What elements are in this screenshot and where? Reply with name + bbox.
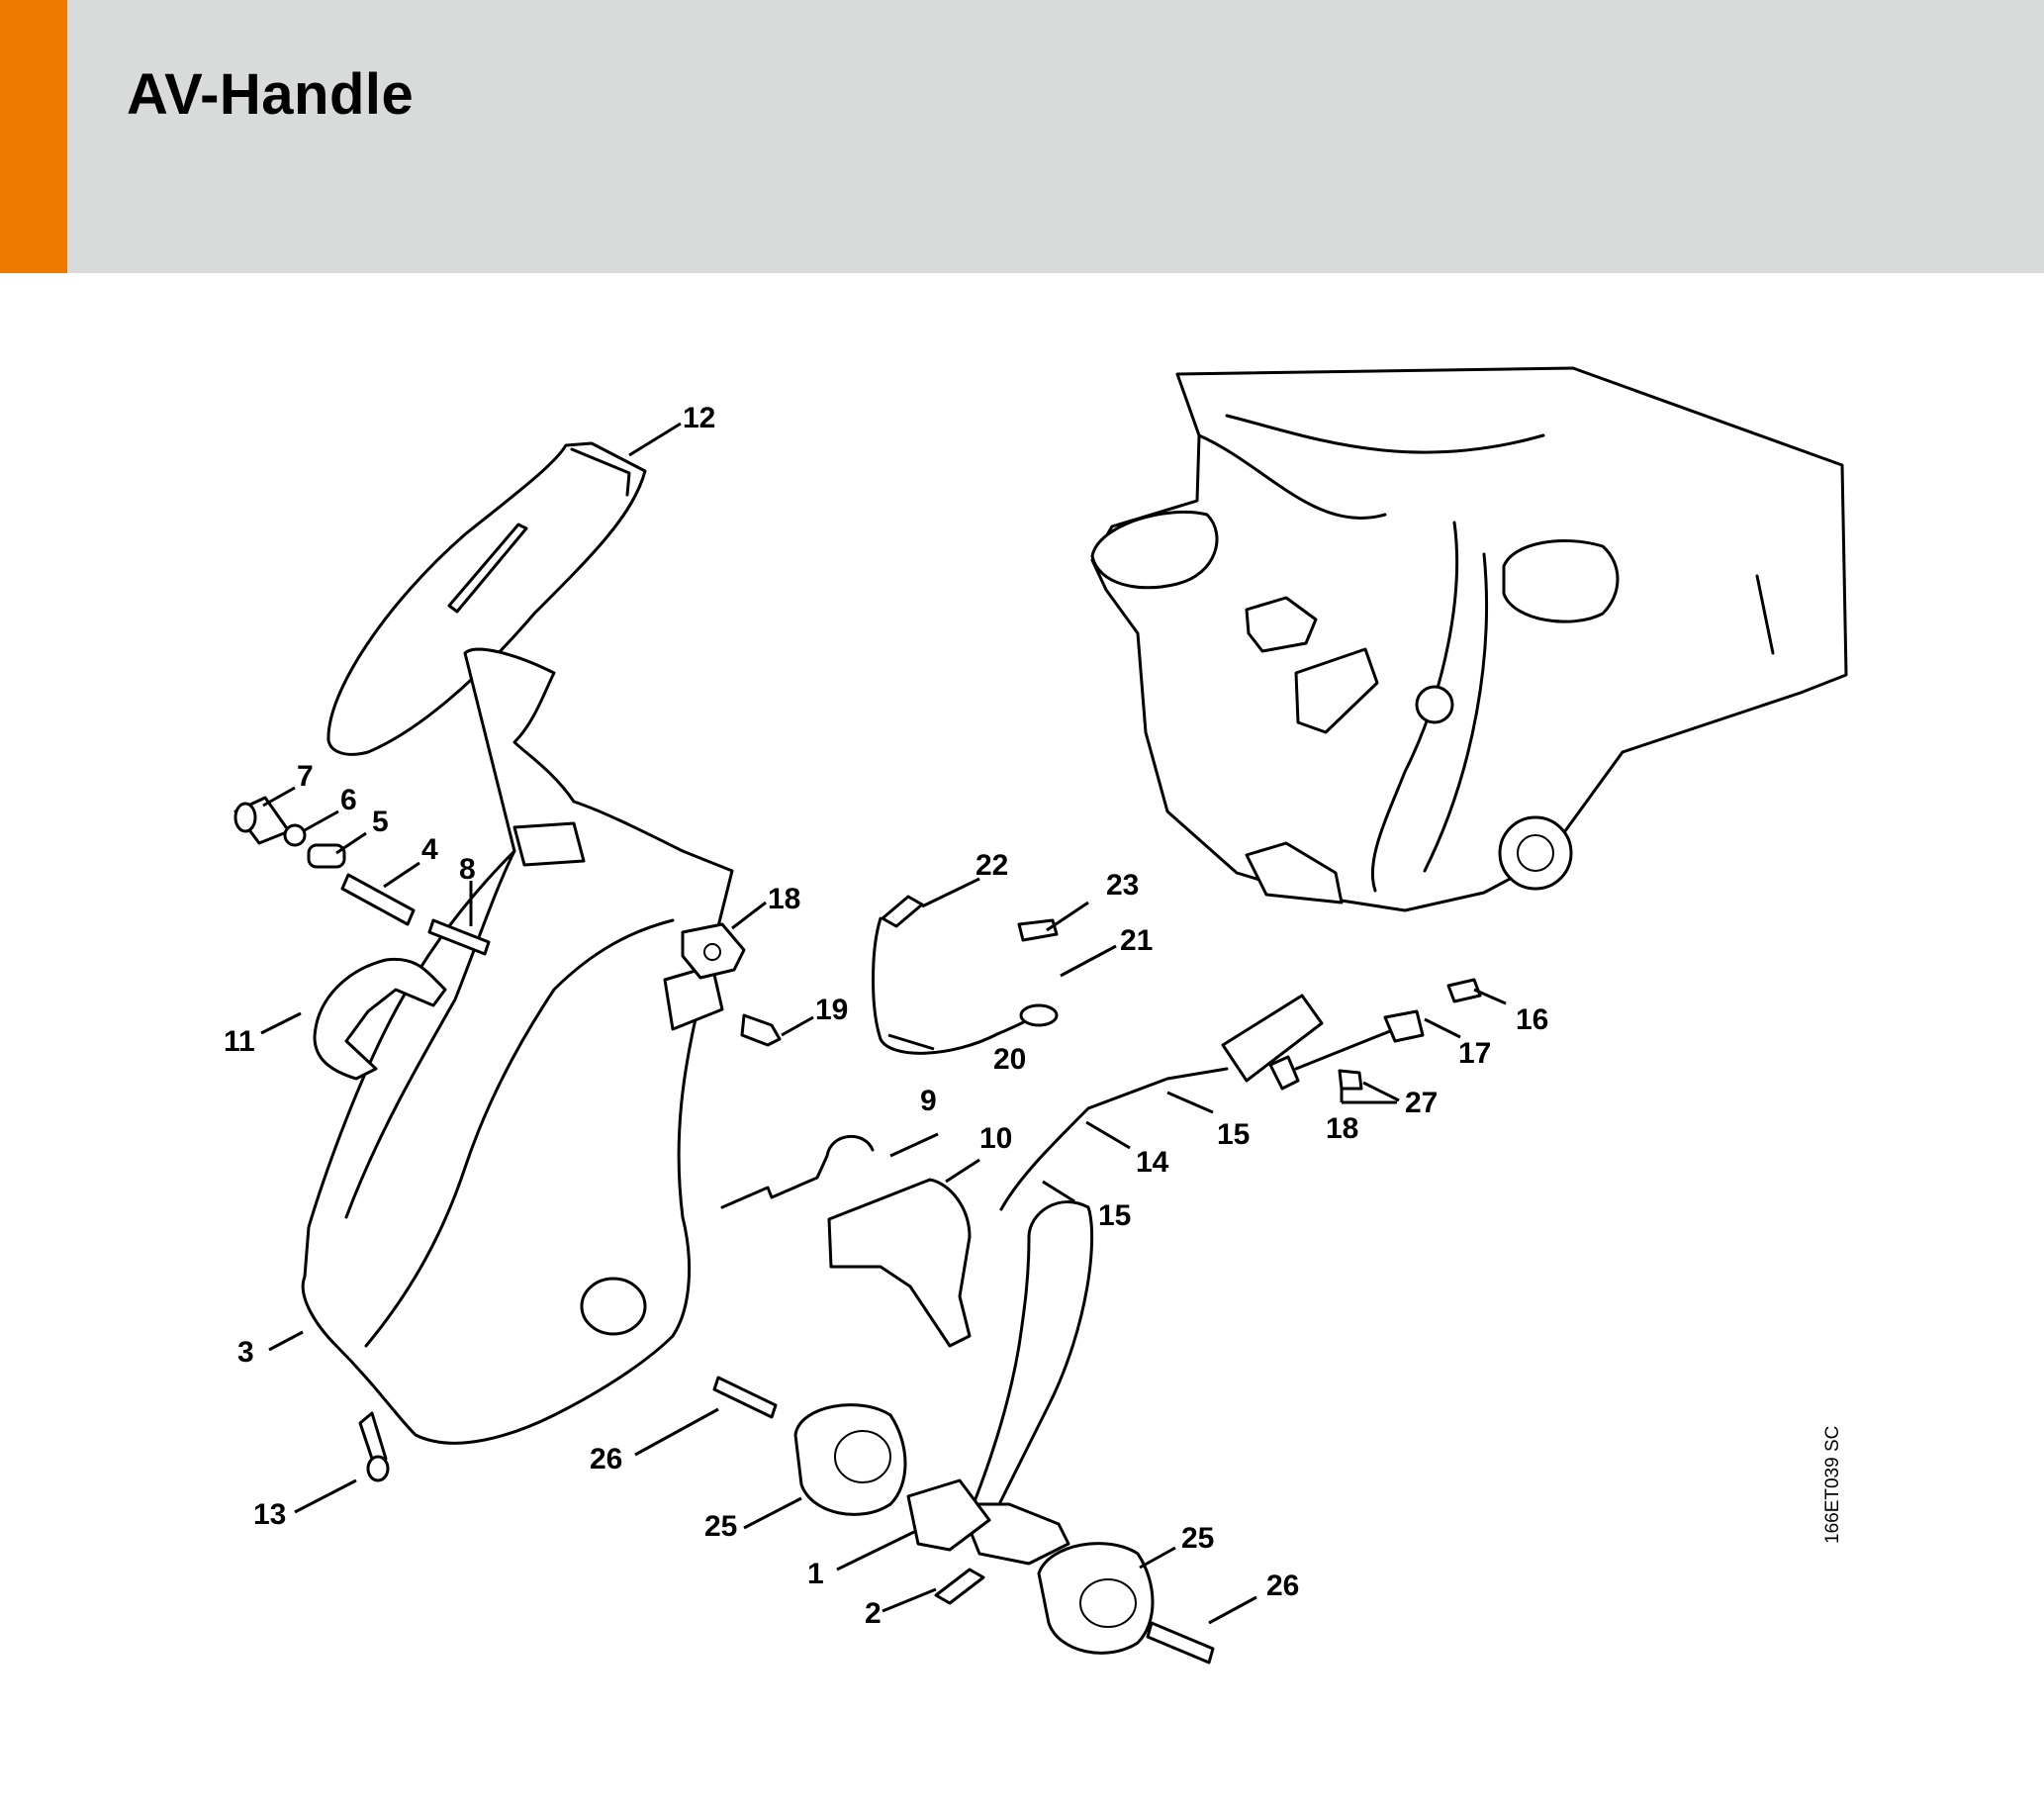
callout-22: 21 [1120, 924, 1153, 957]
callout-15-upper: 15 [1217, 1118, 1250, 1151]
callout-18: 18 [1326, 1112, 1358, 1145]
part-12-grip-cover [326, 441, 647, 756]
callout-5: 5 [372, 806, 389, 838]
callout-12: 12 [683, 402, 715, 434]
callout-3: 3 [237, 1336, 254, 1369]
callout-labels: 12 7 6 5 4 8 11 18 19 20 21 22 23 9 10 1… [224, 402, 1548, 1630]
callout-15-lower: 15 [1098, 1199, 1131, 1232]
part-13-screw [358, 1411, 390, 1482]
callout-25-left: 25 [704, 1510, 737, 1543]
callout-25-right: 25 [1181, 1522, 1214, 1555]
parts-ground-cable [872, 895, 1059, 1055]
part-3-handle-housing [301, 647, 734, 1445]
parts-av-bracket [906, 1200, 1094, 1605]
callout-23: 22 [976, 849, 1008, 882]
callout-2: 2 [865, 1597, 882, 1630]
parts-av-buffers [712, 1376, 1215, 1665]
engine-housing [1090, 366, 1848, 912]
callout-26-right: 26 [1266, 1570, 1299, 1602]
reference-code: 166ET039 SC [1822, 1425, 1843, 1544]
callout-19: 18 [768, 883, 800, 915]
callout-26-left: 26 [590, 1443, 622, 1476]
callout-17: 17 [1458, 1037, 1491, 1070]
parts-pin-assembly [233, 796, 491, 956]
header-band [0, 0, 2044, 273]
accent-bar [0, 0, 67, 273]
callout-10: 10 [979, 1122, 1012, 1155]
callout-14: 14 [1136, 1146, 1169, 1179]
callout-9: 9 [920, 1085, 937, 1117]
parts-spring-lever [720, 1134, 972, 1348]
callout-27: 27 [1405, 1087, 1438, 1119]
callout-1: 1 [807, 1558, 824, 1590]
part-11 [313, 957, 447, 1081]
callout-16: 16 [1516, 1003, 1548, 1036]
leader-lines [260, 422, 1507, 1625]
callout-20: 19 [815, 994, 848, 1026]
callout-24: 23 [1106, 869, 1139, 902]
callout-8: 8 [459, 853, 476, 886]
callout-6: 6 [340, 784, 357, 816]
parts-throttle-cable [999, 978, 1482, 1211]
callout-4: 4 [421, 833, 438, 866]
page-title: AV-Handle [127, 62, 415, 127]
callout-21: 20 [993, 1043, 1026, 1076]
callout-13: 13 [253, 1498, 286, 1531]
callout-11: 11 [224, 1025, 255, 1058]
callout-7: 7 [297, 760, 314, 793]
part-19 [681, 922, 746, 980]
part-20 [740, 1013, 782, 1047]
